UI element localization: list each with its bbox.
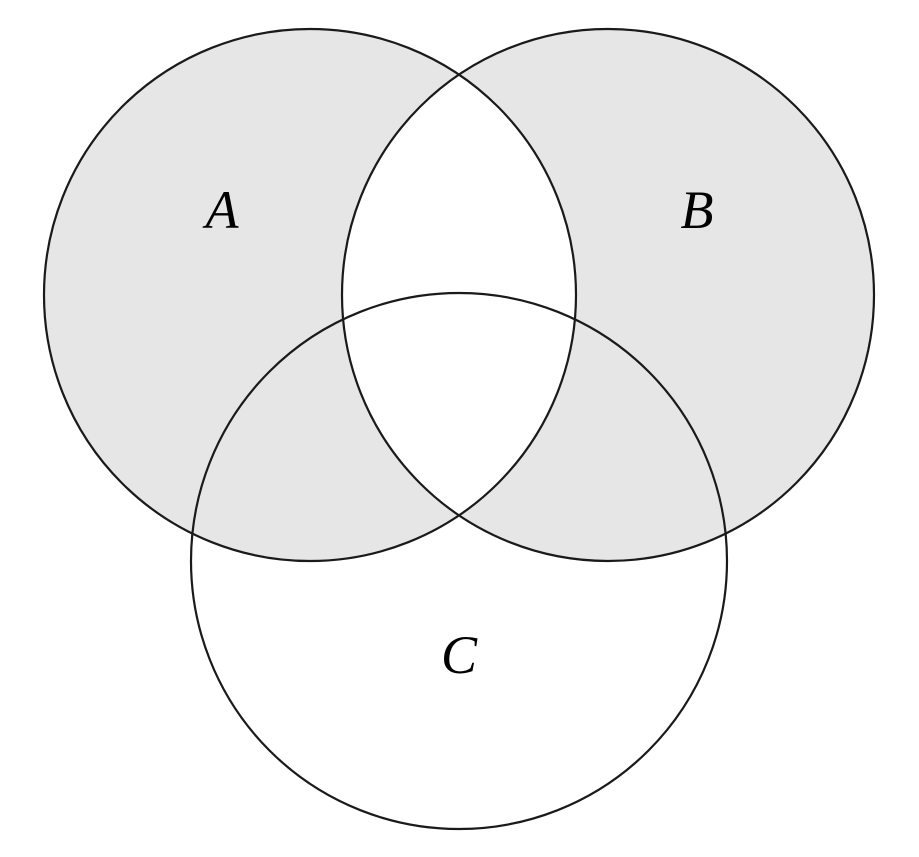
- shaded-regions-group: [44, 29, 874, 561]
- set-circle-a[interactable]: [42, 27, 578, 563]
- set-labels-group: A B C: [203, 180, 714, 685]
- region-fill-b-minus-a: [342, 29, 874, 561]
- set-circle-c[interactable]: [189, 291, 729, 831]
- set-label-b: B: [681, 180, 714, 240]
- set-label-a: A: [203, 180, 240, 240]
- set-circle-b[interactable]: [340, 27, 876, 563]
- set-label-c: C: [441, 625, 478, 685]
- circle-outlines-group: [42, 27, 876, 831]
